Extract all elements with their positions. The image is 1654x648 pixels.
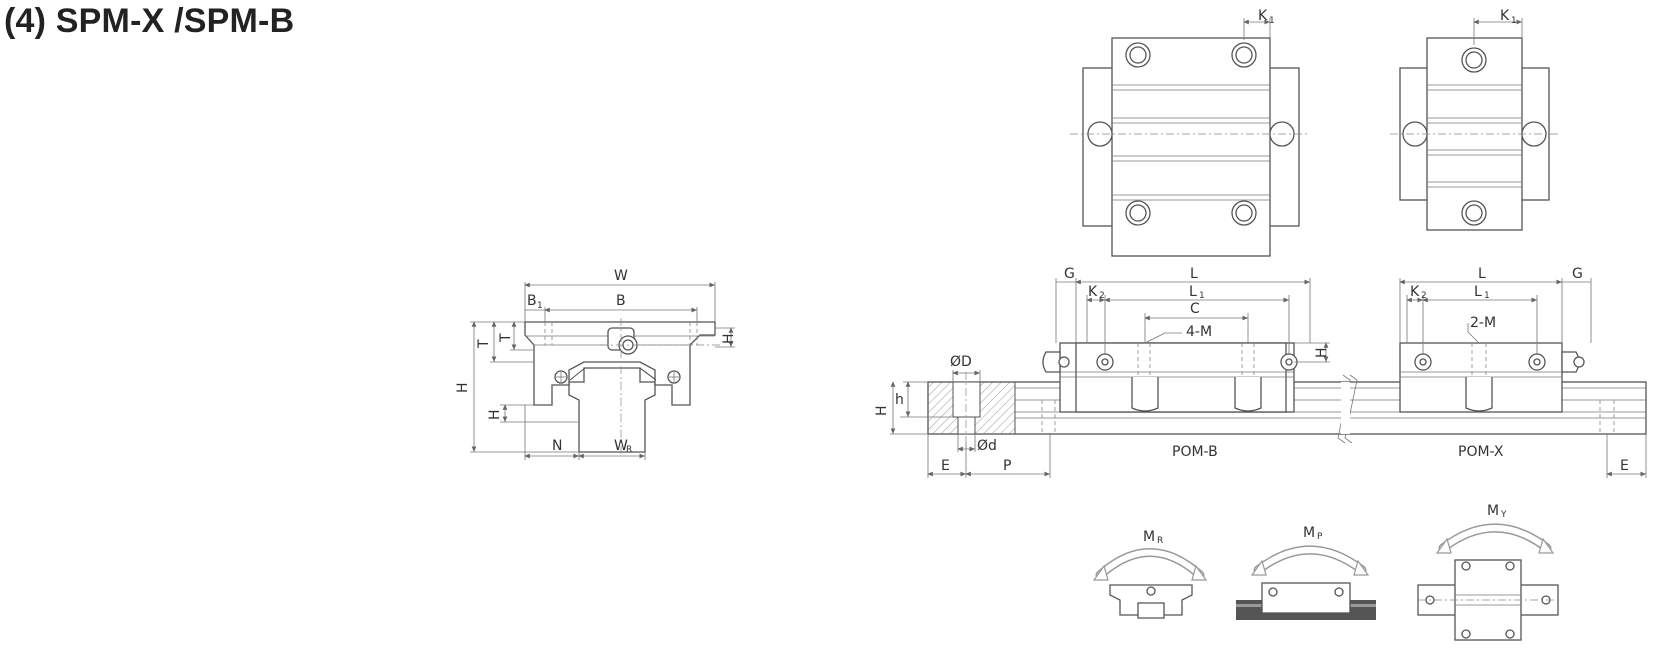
- label-T: T: [498, 333, 514, 343]
- label-L1-b: L: [1474, 284, 1482, 300]
- label-G-b: G: [1572, 266, 1583, 282]
- label-P: P: [1003, 458, 1011, 474]
- label-MY: M: [1487, 503, 1499, 519]
- svg-text:R: R: [626, 445, 632, 455]
- label-pom-b: POM-B: [1172, 444, 1218, 460]
- label-H1: H: [487, 409, 503, 420]
- svg-text:P: P: [1317, 532, 1323, 542]
- label-L-b: L: [1478, 266, 1486, 282]
- svg-text:1: 1: [537, 301, 543, 311]
- label-T1: T: [476, 339, 492, 349]
- svg-text:Y: Y: [1500, 510, 1507, 520]
- label-E-b: E: [1620, 458, 1629, 474]
- label-H2: H: [721, 333, 737, 344]
- label-C: C: [1190, 301, 1200, 317]
- label-4M: 4-M: [1186, 324, 1212, 340]
- label-K1-a: K: [1258, 8, 1268, 24]
- label-L1-a: L: [1189, 284, 1197, 300]
- label-H: H: [455, 382, 471, 393]
- svg-text:1: 1: [1269, 16, 1275, 26]
- label-K1-b: K: [1500, 8, 1510, 24]
- label-h: h: [895, 392, 904, 408]
- svg-text:1: 1: [1199, 291, 1205, 301]
- label-MP: M: [1303, 525, 1315, 541]
- label-OD: ØD: [950, 354, 972, 370]
- svg-text:R: R: [1157, 536, 1163, 546]
- label-K2-a: K: [1088, 284, 1098, 300]
- svg-text:2: 2: [1099, 291, 1105, 301]
- label-B1: B: [527, 293, 537, 309]
- label-L-a: L: [1190, 266, 1198, 282]
- label-B: B: [616, 293, 626, 309]
- label-2M: 2-M: [1470, 315, 1496, 331]
- svg-text:2: 2: [1421, 291, 1427, 301]
- label-pom-x: POM-X: [1458, 444, 1504, 460]
- label-K2-b: K: [1410, 284, 1420, 300]
- svg-text:1: 1: [1484, 291, 1490, 301]
- svg-text:1: 1: [1511, 16, 1517, 26]
- label-WR: W: [614, 438, 628, 454]
- label-H3: H: [1314, 347, 1330, 358]
- label-HR: H: [874, 405, 890, 416]
- page-title: (4) SPM-X /SPM-B: [4, 2, 295, 40]
- label-E-a: E: [941, 458, 950, 474]
- label-MR: M: [1143, 529, 1155, 545]
- label-N: N: [552, 438, 562, 454]
- label-Od: Ød: [977, 438, 997, 454]
- label-G-a: G: [1064, 266, 1075, 282]
- label-W: W: [614, 268, 628, 284]
